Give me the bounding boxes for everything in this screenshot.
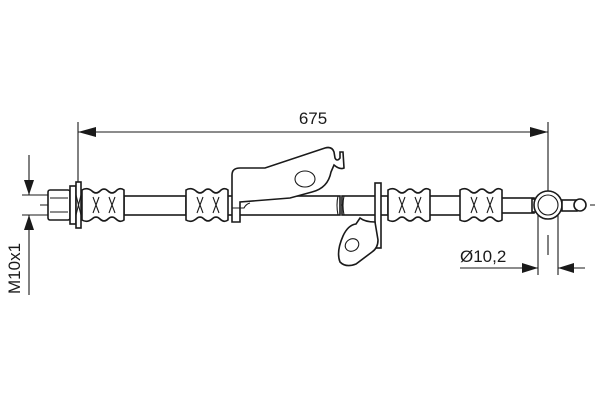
overall-length-dimension: 675: [77, 109, 549, 192]
thread-size-label: M10x1: [5, 243, 24, 294]
overall-length-label: 675: [299, 109, 327, 128]
banjo-eye-fitting: [531, 190, 587, 220]
thread-dimension: M10x1: [5, 155, 70, 295]
eye-diameter-dimension: Ø10,2: [460, 215, 585, 275]
crimp-sleeve-3: [387, 187, 431, 223]
lower-bracket: [337, 182, 382, 267]
eye-diameter-label: Ø10,2: [460, 247, 506, 266]
upper-bracket: [231, 146, 345, 223]
crimp-sleeve-2: [185, 187, 229, 223]
crimp-sleeve-4: [459, 187, 503, 223]
left-fitting: [47, 181, 82, 229]
crimp-sleeve-1: [81, 187, 125, 223]
